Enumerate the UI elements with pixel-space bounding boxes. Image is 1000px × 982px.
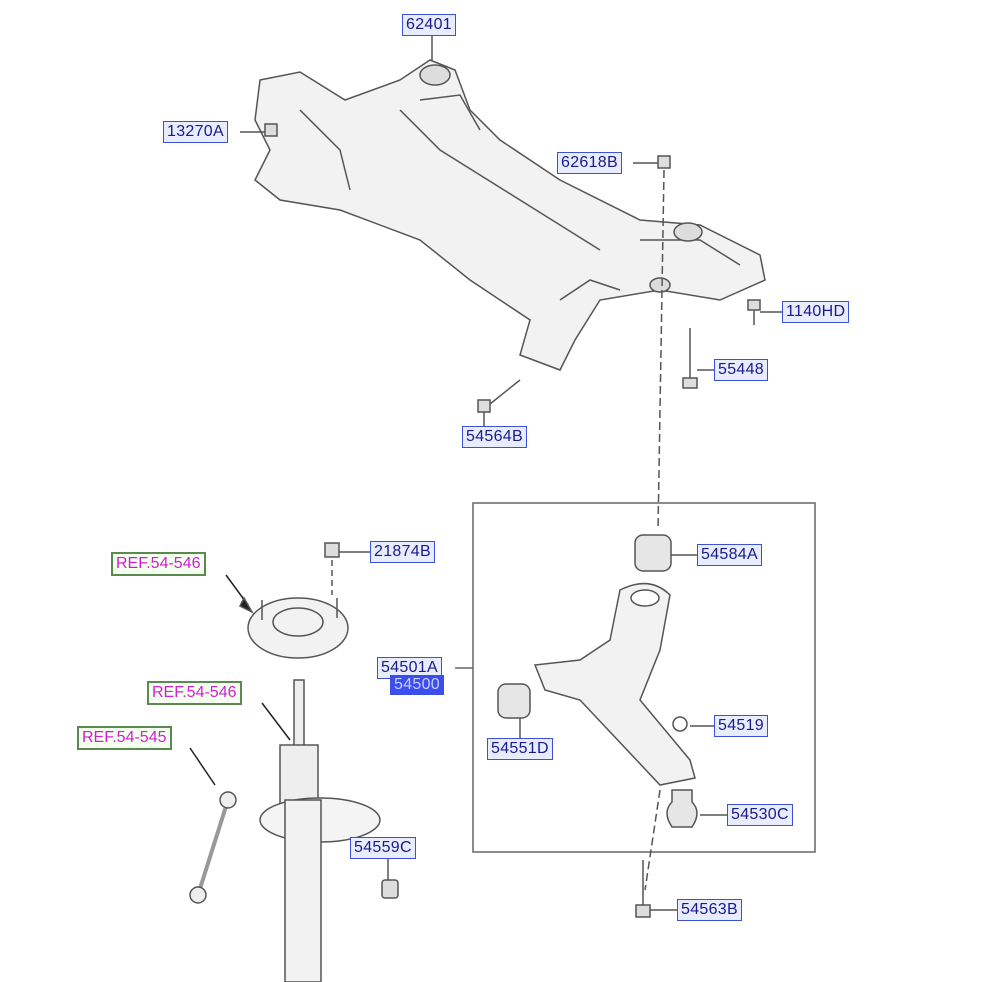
part-label-13270a[interactable]: 13270A: [163, 121, 228, 143]
part-label-54551d[interactable]: 54551D: [487, 738, 553, 760]
reference-label-strut[interactable]: REF.54-546: [147, 681, 242, 705]
part-label-54564b[interactable]: 54564B: [462, 426, 527, 448]
nut-62618b: [657, 155, 671, 169]
bushing-54584a: [634, 534, 672, 572]
part-label-62401[interactable]: 62401: [402, 14, 456, 36]
part-label-54559c[interactable]: 54559C: [350, 837, 416, 859]
part-label-54584a[interactable]: 54584A: [697, 544, 762, 566]
part-label-54530c[interactable]: 54530C: [727, 804, 793, 826]
lower-control-arm: [533, 582, 696, 786]
part-label-54519[interactable]: 54519: [714, 715, 768, 737]
part-label-1140hd[interactable]: 1140HD: [782, 301, 850, 323]
shock-absorber-rod: [293, 679, 305, 751]
part-label-62618b[interactable]: 62618B: [557, 152, 622, 174]
reference-label-strut-mount[interactable]: REF.54-546: [111, 552, 206, 576]
part-label-55448[interactable]: 55448: [714, 359, 768, 381]
bushing-54551d: [497, 683, 531, 719]
part-label-54500[interactable]: 54500: [390, 675, 444, 695]
bolt-55448: [682, 328, 698, 389]
bolt-54564b: [477, 379, 521, 413]
bolt-54563b: [635, 860, 651, 918]
part-label-54501a[interactable]: 54501A: [377, 657, 442, 679]
part-label-54563b[interactable]: 54563B: [677, 899, 742, 921]
bolt-1140hd: [747, 299, 761, 325]
nut-13270a: [264, 123, 278, 137]
stabilizer-link: [196, 799, 230, 896]
nut-54559c: [381, 879, 399, 899]
subframe-crossmember: [254, 59, 766, 371]
ball-joint-54530c: [666, 789, 698, 828]
reference-label-stabilizer[interactable]: REF.54-545: [77, 726, 172, 750]
strut-mount: [247, 597, 349, 659]
nut-21874b: [324, 542, 340, 558]
part-label-21874b[interactable]: 21874B: [370, 541, 435, 563]
clip-54519: [672, 716, 688, 732]
lower-arm-group-frame: [472, 502, 816, 853]
shock-absorber: [279, 744, 319, 806]
